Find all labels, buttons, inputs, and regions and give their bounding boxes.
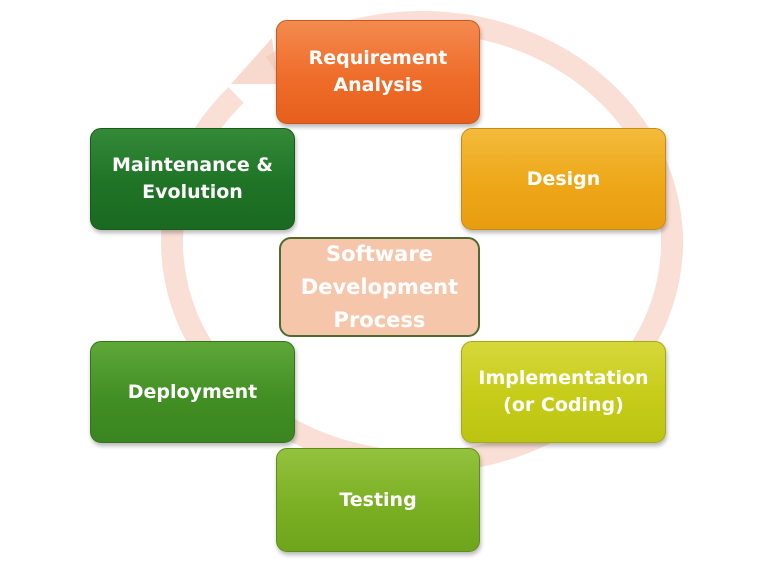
stage-requirement-analysis-label: Requirement Analysis — [308, 47, 448, 96]
stage-deployment-label: Deployment — [127, 380, 258, 403]
stage-implementation: Implementation (or Coding) — [461, 341, 666, 443]
stage-implementation-label: Implementation (or Coding) — [478, 367, 649, 416]
stage-deployment: Deployment — [90, 341, 295, 443]
stage-design-label: Design — [526, 167, 601, 190]
stage-maintenance-evolution-label: Maintenance & Evolution — [112, 154, 273, 203]
center-process-box: Software Development Process — [279, 237, 480, 337]
stage-maintenance-evolution: Maintenance & Evolution — [90, 128, 295, 230]
center-process-label: Software Development Process — [300, 241, 459, 332]
stage-testing-label: Testing — [339, 488, 417, 511]
cycle-arrow-head — [231, 38, 278, 84]
stage-requirement-analysis: Requirement Analysis — [276, 20, 480, 124]
stage-design: Design — [461, 128, 666, 230]
stage-testing: Testing — [276, 448, 480, 552]
